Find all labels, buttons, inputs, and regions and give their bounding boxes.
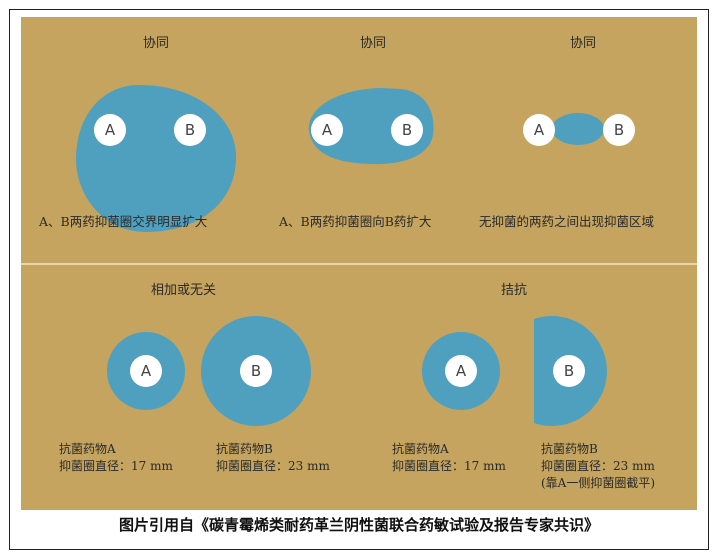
- disk-a: A: [311, 114, 343, 146]
- disk-a: A: [445, 355, 477, 387]
- title-additive: 相加或无关: [151, 283, 217, 298]
- title-synergy: 协同: [570, 36, 597, 51]
- disk-b: B: [391, 114, 423, 146]
- disk-a: A: [523, 114, 555, 146]
- diagram-panel: A B A B A B A B A B 协同 协同 协同 A、B两药抑菌圈交界明…: [21, 17, 697, 510]
- title-antagonism: 拮抗: [501, 283, 528, 298]
- antagonism-b-note: (靠A一侧抑菌圈截平): [541, 476, 656, 490]
- disk-a: A: [130, 355, 162, 387]
- section-divider: [21, 263, 697, 265]
- additive-b-name: 抗菌药物B: [216, 442, 273, 456]
- disk-b: B: [240, 355, 272, 387]
- additive-b-diameter: 抑菌圈直径：23 mm: [216, 459, 330, 473]
- figure-citation: 图片引用自《碳青霉烯类耐药革兰阴性菌联合药敏试验及报告专家共识》: [118, 516, 599, 534]
- additive-a-diameter: 抑菌圈直径：17 mm: [59, 459, 173, 473]
- antagonism-b-name: 抗菌药物B: [541, 442, 598, 456]
- caption-synergy-1: A、B两药抑菌圈交界明显扩大: [39, 214, 208, 229]
- antagonism-b-diameter: 抑菌圈直径：23 mm: [541, 459, 655, 473]
- zone-synergy-expanded: [76, 85, 236, 232]
- caption-synergy-2: A、B两药抑菌圈向B药扩大: [279, 214, 432, 229]
- title-synergy: 协同: [143, 36, 170, 51]
- title-synergy: 协同: [360, 36, 387, 51]
- disk-a: A: [94, 114, 126, 146]
- antagonism-a-diameter: 抑菌圈直径：17 mm: [392, 459, 506, 473]
- disk-b: B: [553, 355, 585, 387]
- disk-b: B: [603, 114, 635, 146]
- zone-synergy-between: [552, 113, 604, 145]
- disk-b: B: [174, 114, 206, 146]
- antagonism-a-name: 抗菌药物A: [392, 442, 449, 456]
- additive-a-name: 抗菌药物A: [59, 442, 116, 456]
- caption-synergy-3: 无抑菌的两药之间出现抑菌区域: [479, 214, 655, 229]
